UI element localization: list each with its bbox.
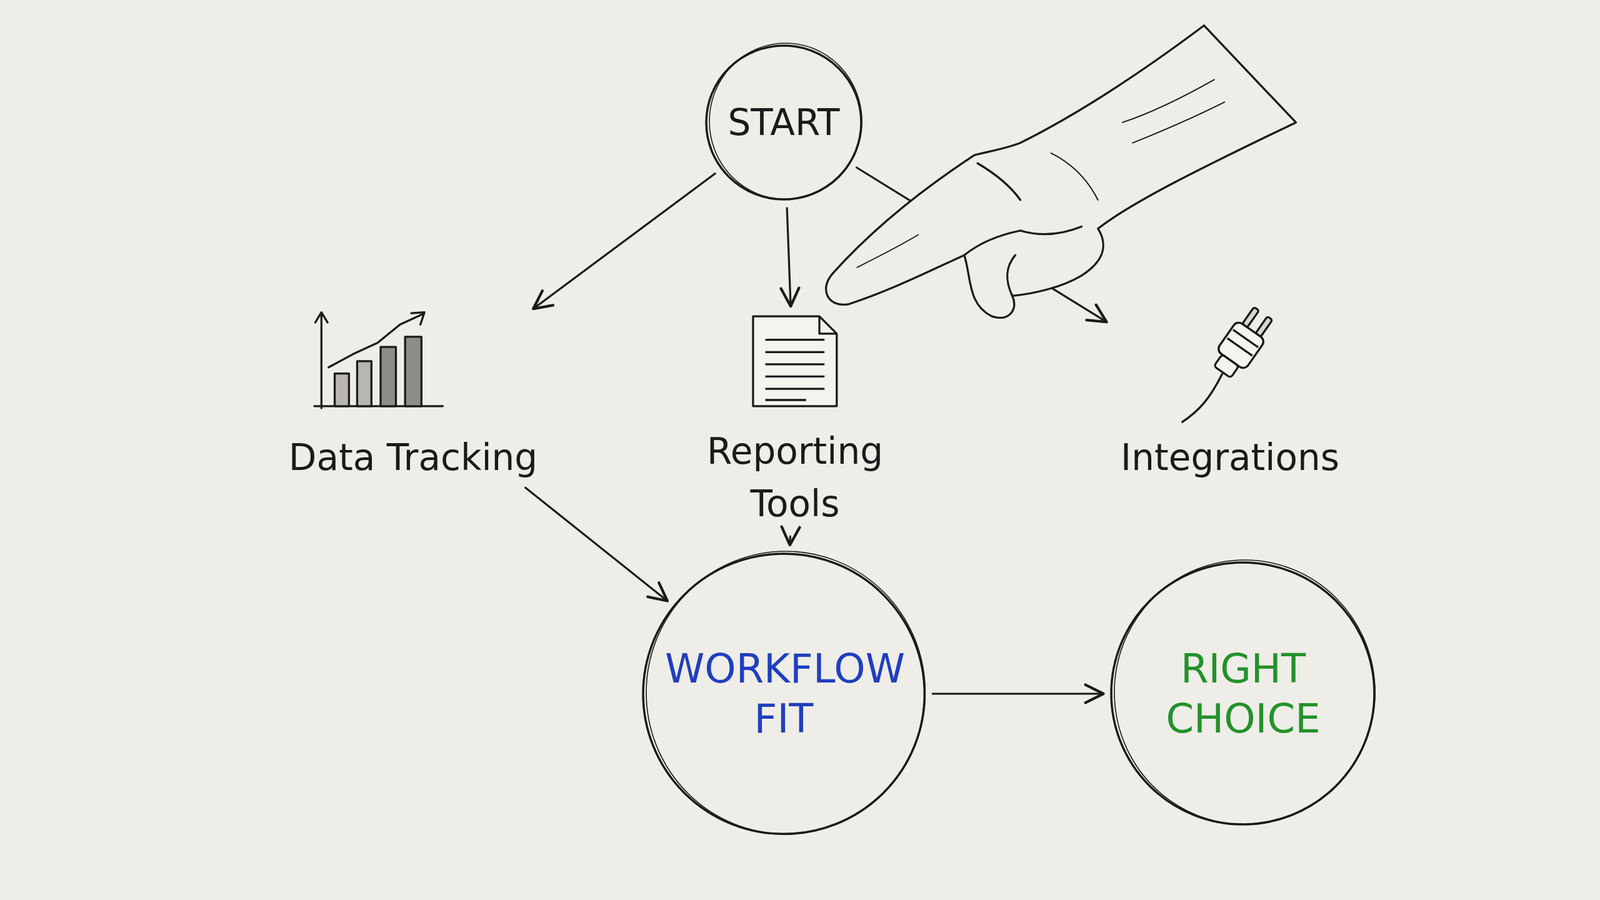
arrow-connector bbox=[786, 208, 791, 307]
workflow-circle: WORKFLOW FIT bbox=[641, 551, 927, 837]
feature-node: Integrations bbox=[1111, 312, 1349, 484]
arrow-connector bbox=[533, 173, 715, 309]
result-circle: RIGHT CHOICE bbox=[1109, 560, 1377, 827]
start-circle: START bbox=[704, 43, 864, 202]
circle-label: RIGHT CHOICE bbox=[1134, 643, 1352, 744]
circle-label: WORKFLOW FIT bbox=[665, 643, 903, 744]
circle-label: START bbox=[728, 100, 840, 146]
document-icon bbox=[753, 316, 837, 407]
feature-label: Reporting Tools bbox=[691, 425, 899, 530]
arrow-connector bbox=[525, 487, 668, 601]
feature-label: Integrations bbox=[1120, 431, 1340, 484]
arrow-connector bbox=[932, 692, 1104, 695]
feature-node: Reporting Tools bbox=[682, 312, 908, 530]
plug-icon bbox=[1181, 303, 1278, 423]
circle-outline bbox=[1109, 560, 1377, 827]
arrow-connector bbox=[788, 536, 792, 545]
feature-node: Data Tracking bbox=[280, 312, 547, 484]
bar-chart-icon bbox=[314, 312, 444, 409]
circle-outline bbox=[641, 551, 927, 837]
feature-label: Data Tracking bbox=[288, 431, 538, 484]
